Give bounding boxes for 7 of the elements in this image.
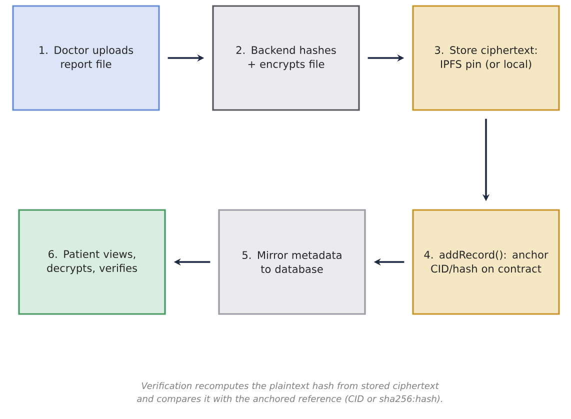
process-box: 2. Backend hashes + encrypts file: [212, 5, 360, 111]
process-box: 6. Patient views, decrypts, verifies: [18, 209, 166, 315]
process-box: 4. addRecord(): anchor CID/hash on contract: [412, 209, 560, 315]
process-box: 3. Store ciphertext: IPFS pin (or local): [412, 5, 560, 111]
process-box: 1. Doctor uploads report file: [12, 5, 160, 111]
process-box: 5. Mirror metadata to database: [218, 209, 366, 315]
caption: Verification recomputes the plaintext hash from stored ciphertext and compares it with the anchored reference (CID or sha256:hash).: [137, 382, 442, 404]
